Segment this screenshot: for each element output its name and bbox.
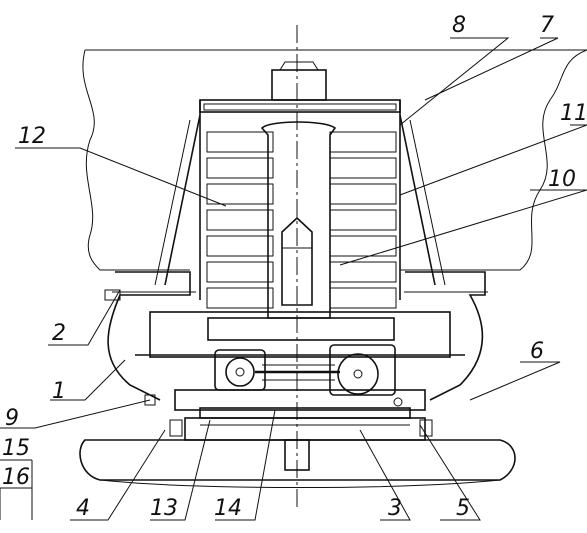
- callout-13: 13: [150, 496, 178, 521]
- side-bracket-right: [404, 271, 488, 401]
- callout-6: 6: [530, 339, 544, 364]
- callout-1: 1: [52, 379, 66, 404]
- sliding-plates: [174, 389, 426, 441]
- base-plate: [135, 311, 465, 358]
- callout-2: 2: [52, 321, 66, 346]
- upper-housing: [82, 49, 587, 271]
- callout-5: 5: [456, 496, 470, 521]
- callout-16: 16: [2, 465, 30, 490]
- side-bracket-left: [104, 271, 196, 401]
- fasteners: [144, 394, 433, 437]
- spring-stack-left: [206, 131, 274, 309]
- callout-12: 12: [18, 124, 46, 149]
- callout-10: 10: [548, 167, 576, 192]
- lever-mechanism: [214, 344, 396, 396]
- callout-3: 3: [388, 496, 402, 521]
- foundation: [79, 439, 516, 488]
- callout-7: 7: [540, 13, 554, 38]
- leader-lines: [0, 37, 587, 521]
- callout-15: 15: [2, 436, 30, 461]
- spring-stack-right: [329, 131, 397, 309]
- conical-frame: [154, 114, 446, 286]
- callout-8: 8: [452, 13, 466, 38]
- callouts: 1 2 3 4 5 6 7 8 9 10 11 12 13 14 15 16: [2, 13, 587, 521]
- top-cover: [199, 61, 401, 300]
- callout-9: 9: [5, 406, 19, 431]
- callout-11: 11: [560, 101, 587, 126]
- callout-14: 14: [214, 496, 242, 521]
- callout-4: 4: [76, 496, 90, 521]
